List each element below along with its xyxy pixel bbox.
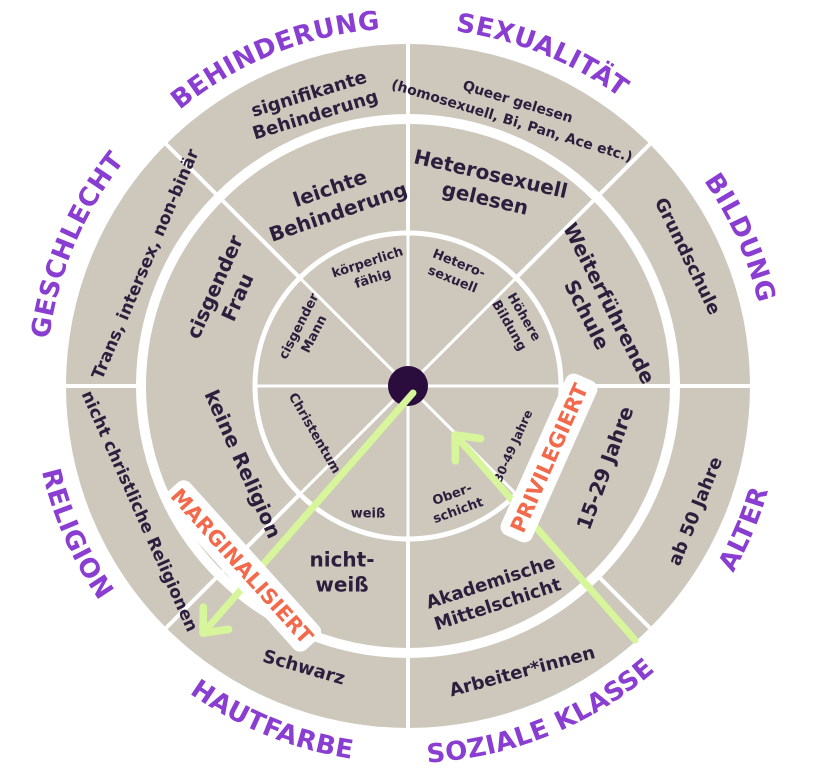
privileged-arrow (451, 431, 639, 644)
inner-divider (419, 276, 518, 375)
privileged-label-badge (500, 373, 598, 543)
middle-label-hautfarbe: nicht-weiß (309, 548, 374, 597)
marginalized-arrow (199, 389, 417, 637)
marginalized-label-badge (162, 480, 322, 652)
ring-separator-outer (136, 114, 680, 658)
inner-divider (298, 276, 397, 375)
middle-divider (221, 199, 302, 280)
outer-divider (163, 141, 218, 196)
inner-label-hautfarbe: weiß (351, 507, 386, 522)
inner-divider (298, 397, 397, 496)
outer-divider (163, 576, 218, 631)
center-dot (388, 366, 428, 406)
middle-divider (514, 199, 595, 280)
wheel-center (388, 366, 428, 406)
outer-divider (598, 576, 653, 631)
outer-divider (598, 141, 653, 196)
